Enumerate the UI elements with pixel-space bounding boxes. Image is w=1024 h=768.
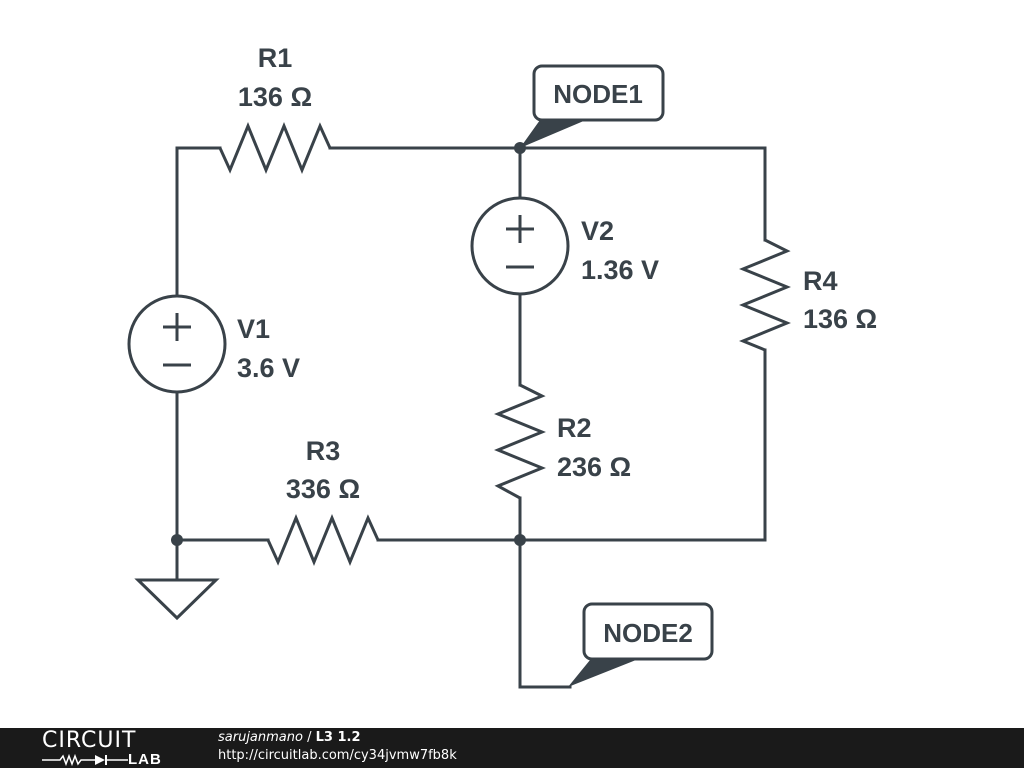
voltage-source-v1[interactable]: V1 3.6 V bbox=[127, 294, 300, 394]
resistor-r1-value: 136 Ω bbox=[238, 82, 312, 112]
voltage-source-v1-name: V1 bbox=[237, 314, 270, 344]
logo-resistor-diode-icon bbox=[42, 753, 128, 766]
node1-label-pointer bbox=[520, 120, 586, 148]
node2-label-pointer bbox=[568, 660, 636, 687]
voltage-source-v2-name: V2 bbox=[581, 216, 614, 246]
node1-label-box bbox=[532, 64, 665, 122]
node1-label-text: NODE1 bbox=[553, 79, 643, 109]
resistor-r4-symbol bbox=[739, 238, 791, 352]
resistor-r3[interactable]: R3 336 Ω bbox=[266, 436, 380, 566]
footer-bar: CIRCUIT LAB sarujanmano / L3 1.2 http://… bbox=[0, 728, 1024, 768]
resistor-r3-symbol bbox=[266, 514, 380, 566]
voltage-source-v1-value: 3.6 V bbox=[237, 353, 300, 383]
resistor-r4[interactable]: R4 136 Ω bbox=[739, 238, 877, 352]
node2-label[interactable]: NODE2 bbox=[568, 602, 714, 687]
resistor-r1-name: R1 bbox=[258, 43, 293, 73]
resistor-r3-value: 336 Ω bbox=[286, 474, 360, 504]
plus-icon bbox=[506, 215, 534, 243]
node2-label-box bbox=[582, 602, 714, 661]
resistor-r1[interactable]: R1 136 Ω bbox=[218, 43, 332, 174]
author-link[interactable]: sarujanmano bbox=[218, 730, 303, 745]
voltage-source-v1-circle bbox=[127, 294, 227, 394]
wire-v1-to-r1 bbox=[175, 146, 222, 298]
resistor-r2[interactable]: R2 236 Ω bbox=[494, 383, 631, 500]
resistor-r2-name: R2 bbox=[557, 413, 592, 443]
circuit-url[interactable]: http://circuitlab.com/cy34jvmw7fb8k bbox=[218, 748, 457, 763]
voltage-source-v2[interactable]: V2 1.36 V bbox=[470, 196, 659, 296]
resistor-r4-name: R4 bbox=[803, 266, 838, 296]
resistor-r2-symbol bbox=[494, 383, 546, 500]
plus-icon bbox=[163, 313, 191, 341]
node1-label[interactable]: NODE1 bbox=[520, 64, 665, 148]
resistor-r4-value: 136 Ω bbox=[803, 304, 877, 334]
title-separator: / bbox=[302, 730, 316, 745]
circuit-meta: sarujanmano / L3 1.2 http://circuitlab.c… bbox=[218, 729, 457, 765]
wire-r4-to-node2 bbox=[518, 348, 767, 542]
junction-node2 bbox=[514, 534, 526, 546]
ground-icon bbox=[134, 578, 220, 621]
logo-wordmark-top: CIRCUIT bbox=[42, 728, 137, 753]
node2-label-text: NODE2 bbox=[603, 618, 693, 648]
resistor-r1-symbol bbox=[218, 122, 332, 174]
circuitlab-logo[interactable]: CIRCUIT LAB bbox=[40, 728, 180, 768]
wires bbox=[175, 146, 767, 689]
logo-wordmark-bottom: LAB bbox=[128, 751, 162, 768]
wire-node2-probe bbox=[518, 538, 572, 689]
junction-ground bbox=[171, 534, 183, 546]
circuit-title-line: sarujanmano / L3 1.2 bbox=[218, 729, 457, 747]
circuit-schematic: R1 136 Ω R3 336 Ω R2 236 Ω R4 136 Ω V1 3… bbox=[127, 43, 877, 689]
resistor-r2-value: 236 Ω bbox=[557, 452, 631, 482]
wire-node1-to-r4 bbox=[518, 146, 767, 242]
circuit-title[interactable]: L3 1.2 bbox=[315, 730, 361, 745]
voltage-source-v2-circle bbox=[470, 196, 570, 296]
voltage-source-v2-value: 1.36 V bbox=[581, 255, 659, 285]
resistor-r3-name: R3 bbox=[306, 436, 341, 466]
